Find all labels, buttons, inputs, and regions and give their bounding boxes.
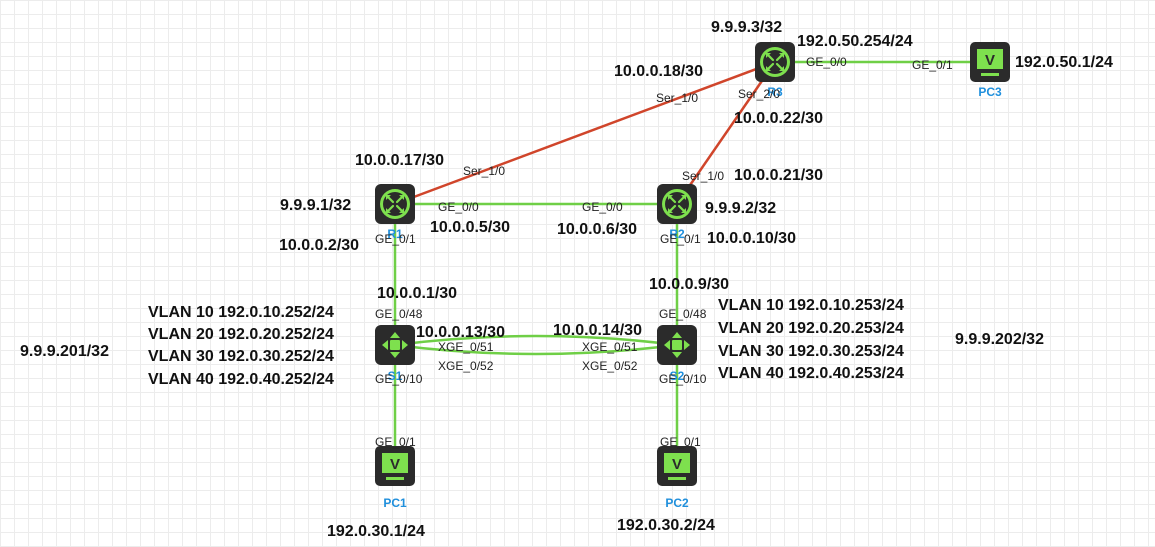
port-label: GE_0/48 — [375, 307, 423, 321]
port-label: GE_0/0 — [438, 200, 479, 214]
vlan-label: VLAN 20 192.0.20.253/24 — [718, 320, 904, 337]
address-label: 10.0.0.9/30 — [649, 276, 729, 293]
port-label: GE_0/10 — [375, 372, 423, 386]
device-name-pc3: PC3 — [978, 85, 1002, 99]
port-label: GE_0/0 — [582, 200, 623, 214]
switch-icon — [657, 325, 697, 365]
vlan-label: VLAN 20 192.0.20.252/24 — [148, 326, 334, 343]
port-label: GE_0/48 — [659, 307, 707, 321]
router-icon — [753, 40, 797, 84]
port-label: XGE_0/51 — [582, 340, 638, 354]
pc-pc1[interactable]: PC1 — [375, 446, 415, 510]
switch-s2[interactable]: S2 — [657, 325, 697, 383]
address-label: 10.0.0.17/30 — [355, 152, 444, 169]
port-label: Ser_1/0 — [656, 91, 698, 105]
device-name-s2: S2 — [670, 369, 685, 383]
xge-link-51 — [394, 334, 678, 347]
port-label: GE_0/1 — [660, 232, 701, 246]
pc-icon — [970, 42, 1010, 82]
address-label: 10.0.0.18/30 — [614, 63, 703, 80]
address-label: 192.0.30.2/24 — [617, 517, 715, 534]
port-label: XGE_0/52 — [582, 359, 638, 373]
address-label: 192.0.50.254/24 — [797, 33, 913, 50]
address-label: 192.0.30.1/24 — [327, 523, 425, 540]
router-r3[interactable]: R3 — [753, 40, 797, 99]
port-label: GE_0/1 — [375, 435, 416, 449]
port-label: Ser_2/0 — [738, 87, 780, 101]
xge-link-52 — [394, 343, 678, 356]
address-label: 10.0.0.1/30 — [377, 285, 457, 302]
port-label: XGE_0/52 — [438, 359, 494, 373]
vlan-label: VLAN 10 192.0.10.252/24 — [148, 304, 334, 321]
router-icon — [655, 182, 699, 226]
address-label: 10.0.0.14/30 — [553, 322, 642, 339]
port-label: GE_0/0 — [806, 55, 847, 69]
address-label: 10.0.0.6/30 — [557, 221, 637, 238]
router-icon — [373, 182, 417, 226]
address-label: 9.9.9.1/32 — [280, 197, 351, 214]
vlan-label: VLAN 40 192.0.40.252/24 — [148, 371, 334, 388]
port-label: GE_0/1 — [660, 435, 701, 449]
address-label: 9.9.9.201/32 — [20, 343, 109, 360]
vlan-label: VLAN 30 192.0.30.252/24 — [148, 348, 334, 365]
pc-pc3[interactable]: PC3 — [970, 42, 1010, 99]
serial-link-r2-r3 — [675, 61, 777, 205]
switch-s1[interactable]: S1 — [375, 325, 415, 383]
address-label: 10.0.0.21/30 — [734, 167, 823, 184]
router-r1[interactable]: R1 — [373, 182, 417, 241]
vlan-label: VLAN 10 192.0.10.253/24 — [718, 297, 904, 314]
device-name-r1: R1 — [387, 227, 403, 241]
port-label: GE_0/10 — [659, 372, 707, 386]
serial-link-r1-r3 — [394, 60, 776, 206]
port-label: GE_0/1 — [912, 58, 953, 72]
address-label: 10.0.0.13/30 — [416, 324, 505, 341]
port-label: Ser_1/0 — [682, 169, 724, 183]
port-label: GE_0/1 — [375, 232, 416, 246]
address-label: 192.0.50.1/24 — [1015, 54, 1113, 71]
pc-pc2[interactable]: PC2 — [657, 446, 697, 510]
device-name-s1: S1 — [388, 369, 403, 383]
address-label: 10.0.0.5/30 — [430, 219, 510, 236]
pc-icon — [657, 446, 697, 486]
switch-icon — [375, 325, 415, 365]
pc-icon — [375, 446, 415, 486]
address-label: 9.9.9.3/32 — [711, 19, 782, 36]
address-label: 10.0.0.2/30 — [279, 237, 359, 254]
address-label: 9.9.9.2/32 — [705, 200, 776, 217]
port-label: Ser_1/0 — [463, 164, 505, 178]
vlan-label: VLAN 40 192.0.40.253/24 — [718, 365, 904, 382]
port-label: XGE_0/51 — [438, 340, 494, 354]
address-label: 9.9.9.202/32 — [955, 331, 1044, 348]
device-name-r2: R2 — [669, 227, 685, 241]
address-label: 10.0.0.10/30 — [707, 230, 796, 247]
router-r2[interactable]: R2 — [655, 182, 699, 241]
vlan-label: VLAN 30 192.0.30.253/24 — [718, 343, 904, 360]
device-name-r3: R3 — [767, 85, 783, 99]
device-name-pc1: PC1 — [383, 496, 407, 510]
device-name-pc2: PC2 — [665, 496, 689, 510]
address-label: 10.0.0.22/30 — [734, 110, 823, 127]
